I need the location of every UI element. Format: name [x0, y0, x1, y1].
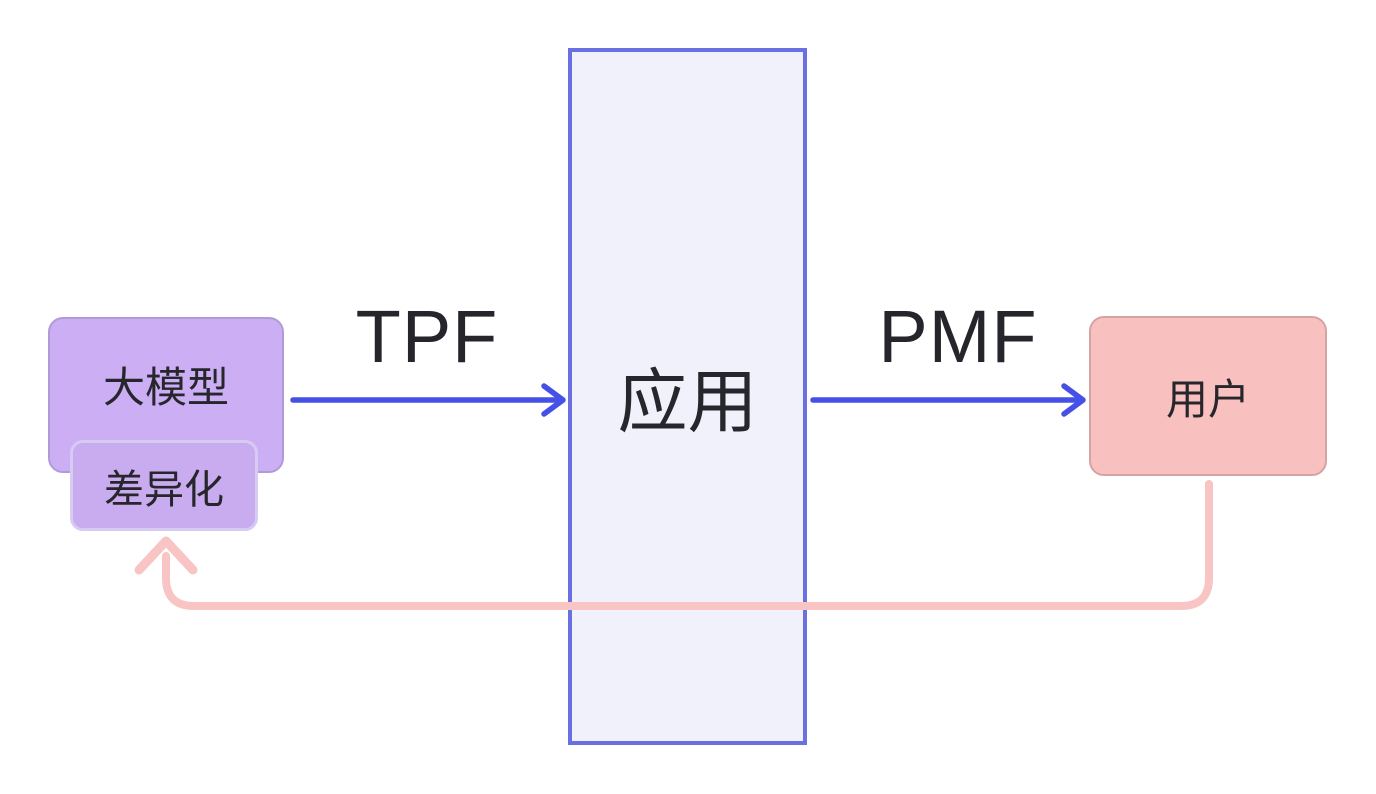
node-differentiation[interactable]: 差异化 [70, 440, 258, 531]
node-differentiation-label: 差异化 [104, 467, 224, 512]
node-user[interactable]: 用户 [1089, 316, 1327, 476]
tpf-arrow [290, 383, 566, 417]
node-application-label: 应用 [617, 363, 758, 441]
pmf-arrow [810, 383, 1086, 417]
edge-label-pmf: PMF [878, 295, 1038, 378]
node-user-label: 用户 [1165, 375, 1250, 423]
tpf-arrowhead-icon [541, 383, 566, 417]
node-application[interactable]: 应用 [568, 48, 807, 745]
edge-label-tpf: TPF [355, 295, 499, 378]
node-large-model-label: 大模型 [102, 363, 229, 411]
feedback-arrowhead-icon [134, 536, 198, 575]
pmf-arrowhead-icon [1061, 383, 1086, 417]
